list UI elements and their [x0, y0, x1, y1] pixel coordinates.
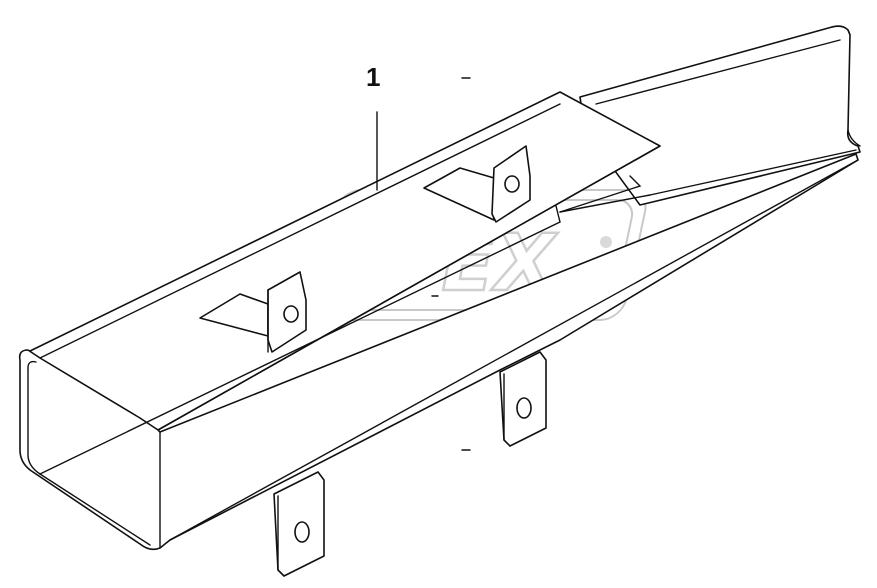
lower-tab-right-hole — [516, 397, 532, 419]
right-clip-bracket — [423, 145, 531, 223]
right-clip-hole — [504, 175, 520, 193]
callout-1: 1 — [366, 62, 380, 191]
lower-tab-left — [273, 471, 325, 577]
callout-label: 1 — [366, 62, 380, 92]
left-clip-hole — [283, 305, 299, 323]
lower-tab-right — [499, 351, 547, 447]
left-clip-bracket — [199, 271, 307, 353]
lower-tab-left-hole — [294, 521, 310, 543]
